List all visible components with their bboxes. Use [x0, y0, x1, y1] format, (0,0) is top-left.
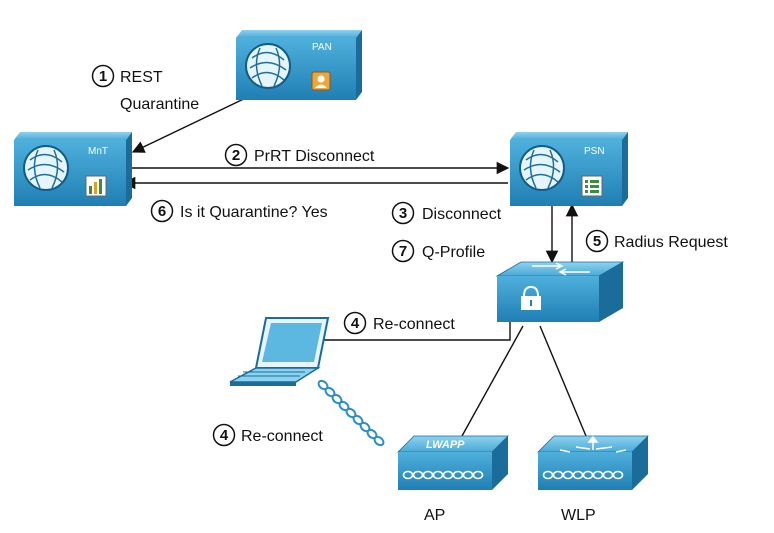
wlp-ports-icon: [542, 470, 624, 480]
wlp-caption: WLP: [561, 507, 596, 524]
svg-text:4: 4: [351, 315, 360, 332]
svg-text:5: 5: [593, 233, 601, 250]
svg-text:4: 4: [220, 427, 229, 444]
access-point: LWAPP: [397, 435, 509, 490]
ise-globe-icon: [245, 43, 291, 89]
svg-text:Is it Quarantine? Yes: Is it Quarantine? Yes: [180, 204, 328, 221]
svg-text:1: 1: [99, 68, 107, 85]
radio-arrows-icon: [559, 435, 627, 453]
laptop-to-switch-line: [320, 322, 511, 341]
mnt-label: MnT: [88, 146, 108, 157]
svg-text:PrRT Disconnect: PrRT Disconnect: [254, 148, 375, 165]
ap-ports-icon: [402, 470, 484, 480]
ap-tag: LWAPP: [426, 439, 465, 451]
pan-label: PAN: [312, 42, 332, 53]
switch-to-ap-line: [461, 325, 524, 437]
step-1-label: 1 REST Quarantine: [91, 64, 199, 113]
svg-text:Quarantine: Quarantine: [120, 96, 199, 113]
step-3-label: 3 Disconnect: [391, 201, 502, 225]
switch-to-wlp-line: [539, 325, 587, 437]
svg-text:Disconnect: Disconnect: [422, 206, 502, 223]
monitoring-bars-icon: [85, 175, 107, 197]
step-7-label: 7 Q-Profile: [391, 239, 485, 263]
laptop: [229, 317, 330, 386]
pan-server: PAN: [236, 30, 362, 100]
svg-text:7: 7: [399, 243, 407, 260]
svg-text:Re-connect: Re-connect: [241, 428, 323, 445]
svg-text:Radius Request: Radius Request: [614, 234, 728, 251]
wireless-link-icon: [317, 379, 385, 447]
ise-globe-icon: [23, 145, 69, 191]
access-switch: [495, 261, 625, 322]
step-4-wired-label: 4 Re-connect: [343, 311, 455, 335]
ise-globe-icon: [519, 145, 565, 191]
svg-text:Re-connect: Re-connect: [373, 316, 455, 333]
switch-arrows-icon: [532, 262, 590, 276]
psn-server: PSN: [510, 132, 628, 206]
svg-text:3: 3: [399, 205, 407, 222]
step-4-wireless-label: 4 Re-connect: [212, 423, 323, 447]
svg-text:6: 6: [158, 203, 166, 220]
svg-text:Q-Profile: Q-Profile: [422, 244, 485, 261]
pan-to-mnt-arrow: [131, 94, 253, 153]
lock-icon: [521, 285, 541, 310]
svg-text:2: 2: [232, 147, 240, 164]
step-2-label: 2 PrRT Disconnect: [224, 143, 375, 167]
svg-text:REST: REST: [120, 69, 163, 86]
admin-user-icon: [311, 71, 331, 91]
ap-caption: AP: [424, 507, 445, 524]
mnt-server: MnT: [14, 132, 132, 206]
psn-label: PSN: [584, 146, 605, 157]
step-6-label: 6 Is it Quarantine? Yes: [150, 199, 328, 223]
wlan-controller: [537, 435, 649, 490]
step-5-label: 5 Radius Request: [585, 229, 728, 253]
policy-list-icon: [581, 175, 603, 197]
